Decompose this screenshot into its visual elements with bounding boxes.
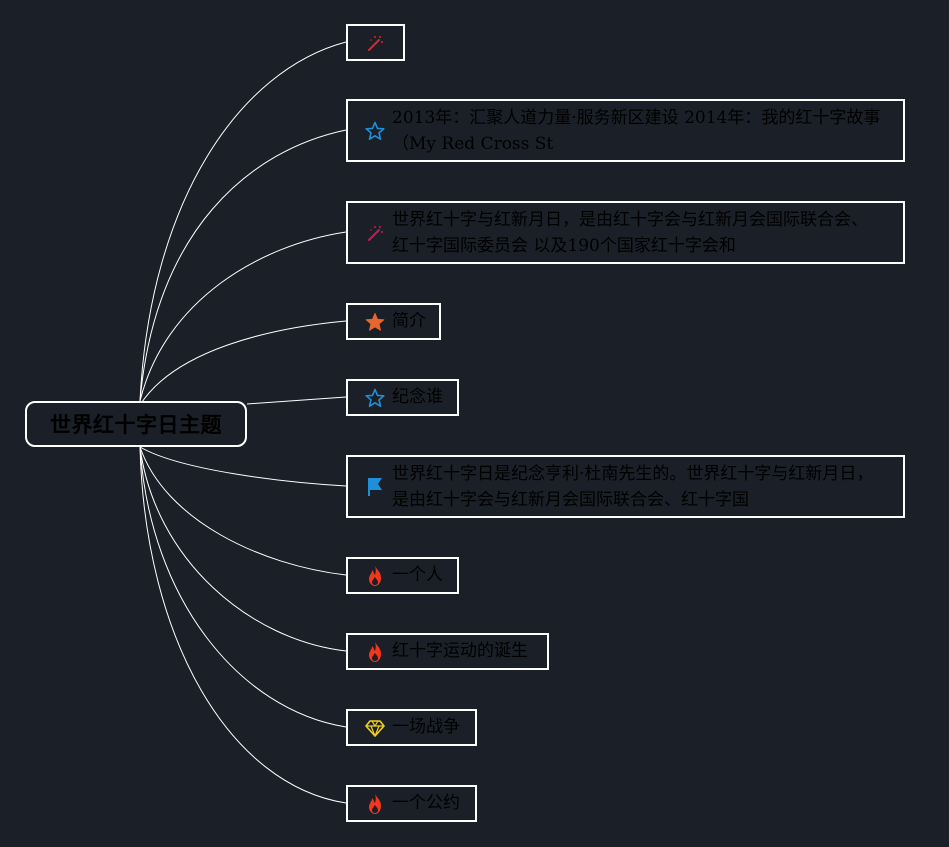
branch-label: 世界红十字日是纪念亨利·杜南先生的。世界红十字与红新月日，是由红十字会与红新月会… [392, 463, 874, 510]
flame-icon [364, 641, 386, 663]
branch-label: 红十字运动的诞生 [392, 641, 528, 661]
branch-label: 一场战争 [392, 717, 460, 737]
flame-icon [364, 565, 386, 587]
connector-line [246, 396, 347, 405]
branch-label: 一个公约 [392, 793, 460, 813]
connector-line [139, 446, 347, 652]
root-topic-node[interactable]: 世界红十字日主题 [25, 401, 247, 447]
root-topic-label: 世界红十字日主题 [50, 413, 222, 437]
branch-node-magic[interactable] [346, 24, 405, 61]
branch-label: 一个人 [392, 565, 443, 585]
connector-line [139, 129, 347, 402]
star-outline-icon [364, 120, 386, 142]
flag-icon [364, 476, 386, 498]
diamond-icon [364, 717, 386, 739]
branch-node-themes[interactable]: 2013年：汇聚人道力量·服务新区建设 2014年：我的红十字故事（My Red… [346, 99, 905, 162]
connector-line [139, 231, 347, 402]
flame-icon [364, 793, 386, 815]
branch-node-intro-text[interactable]: 世界红十字与红新月日，是由红十字会与红新月会国际联合会、红十字国际委员会 以及1… [346, 201, 905, 264]
connector-line [139, 446, 347, 487]
connector-line [139, 320, 347, 406]
branch-node-intro[interactable]: 简介 [346, 303, 441, 340]
branch-node-movement-birth[interactable]: 红十字运动的诞生 [346, 633, 549, 670]
star-filled-icon [364, 311, 386, 333]
connector-line [139, 41, 347, 402]
star-outline-icon [364, 387, 386, 409]
branch-node-one-person[interactable]: 一个人 [346, 557, 459, 594]
connector-line [139, 446, 347, 728]
branch-label: 简介 [392, 311, 426, 331]
connector-line [139, 446, 347, 804]
branch-node-commemorate[interactable]: 纪念谁 [346, 379, 459, 416]
magic-wand-icon [364, 222, 386, 244]
connector-line [139, 446, 347, 576]
branch-label: 纪念谁 [392, 387, 443, 407]
branch-node-war[interactable]: 一场战争 [346, 709, 477, 746]
branch-node-convention[interactable]: 一个公约 [346, 785, 477, 822]
branch-label: 2013年：汇聚人道力量·服务新区建设 2014年：我的红十字故事（My Red… [392, 107, 881, 154]
branch-label: 世界红十字与红新月日，是由红十字会与红新月会国际联合会、红十字国际委员会 以及1… [392, 209, 868, 256]
magic-wand-icon [364, 32, 386, 54]
branch-node-dunant[interactable]: 世界红十字日是纪念亨利·杜南先生的。世界红十字与红新月日，是由红十字会与红新月会… [346, 455, 905, 518]
